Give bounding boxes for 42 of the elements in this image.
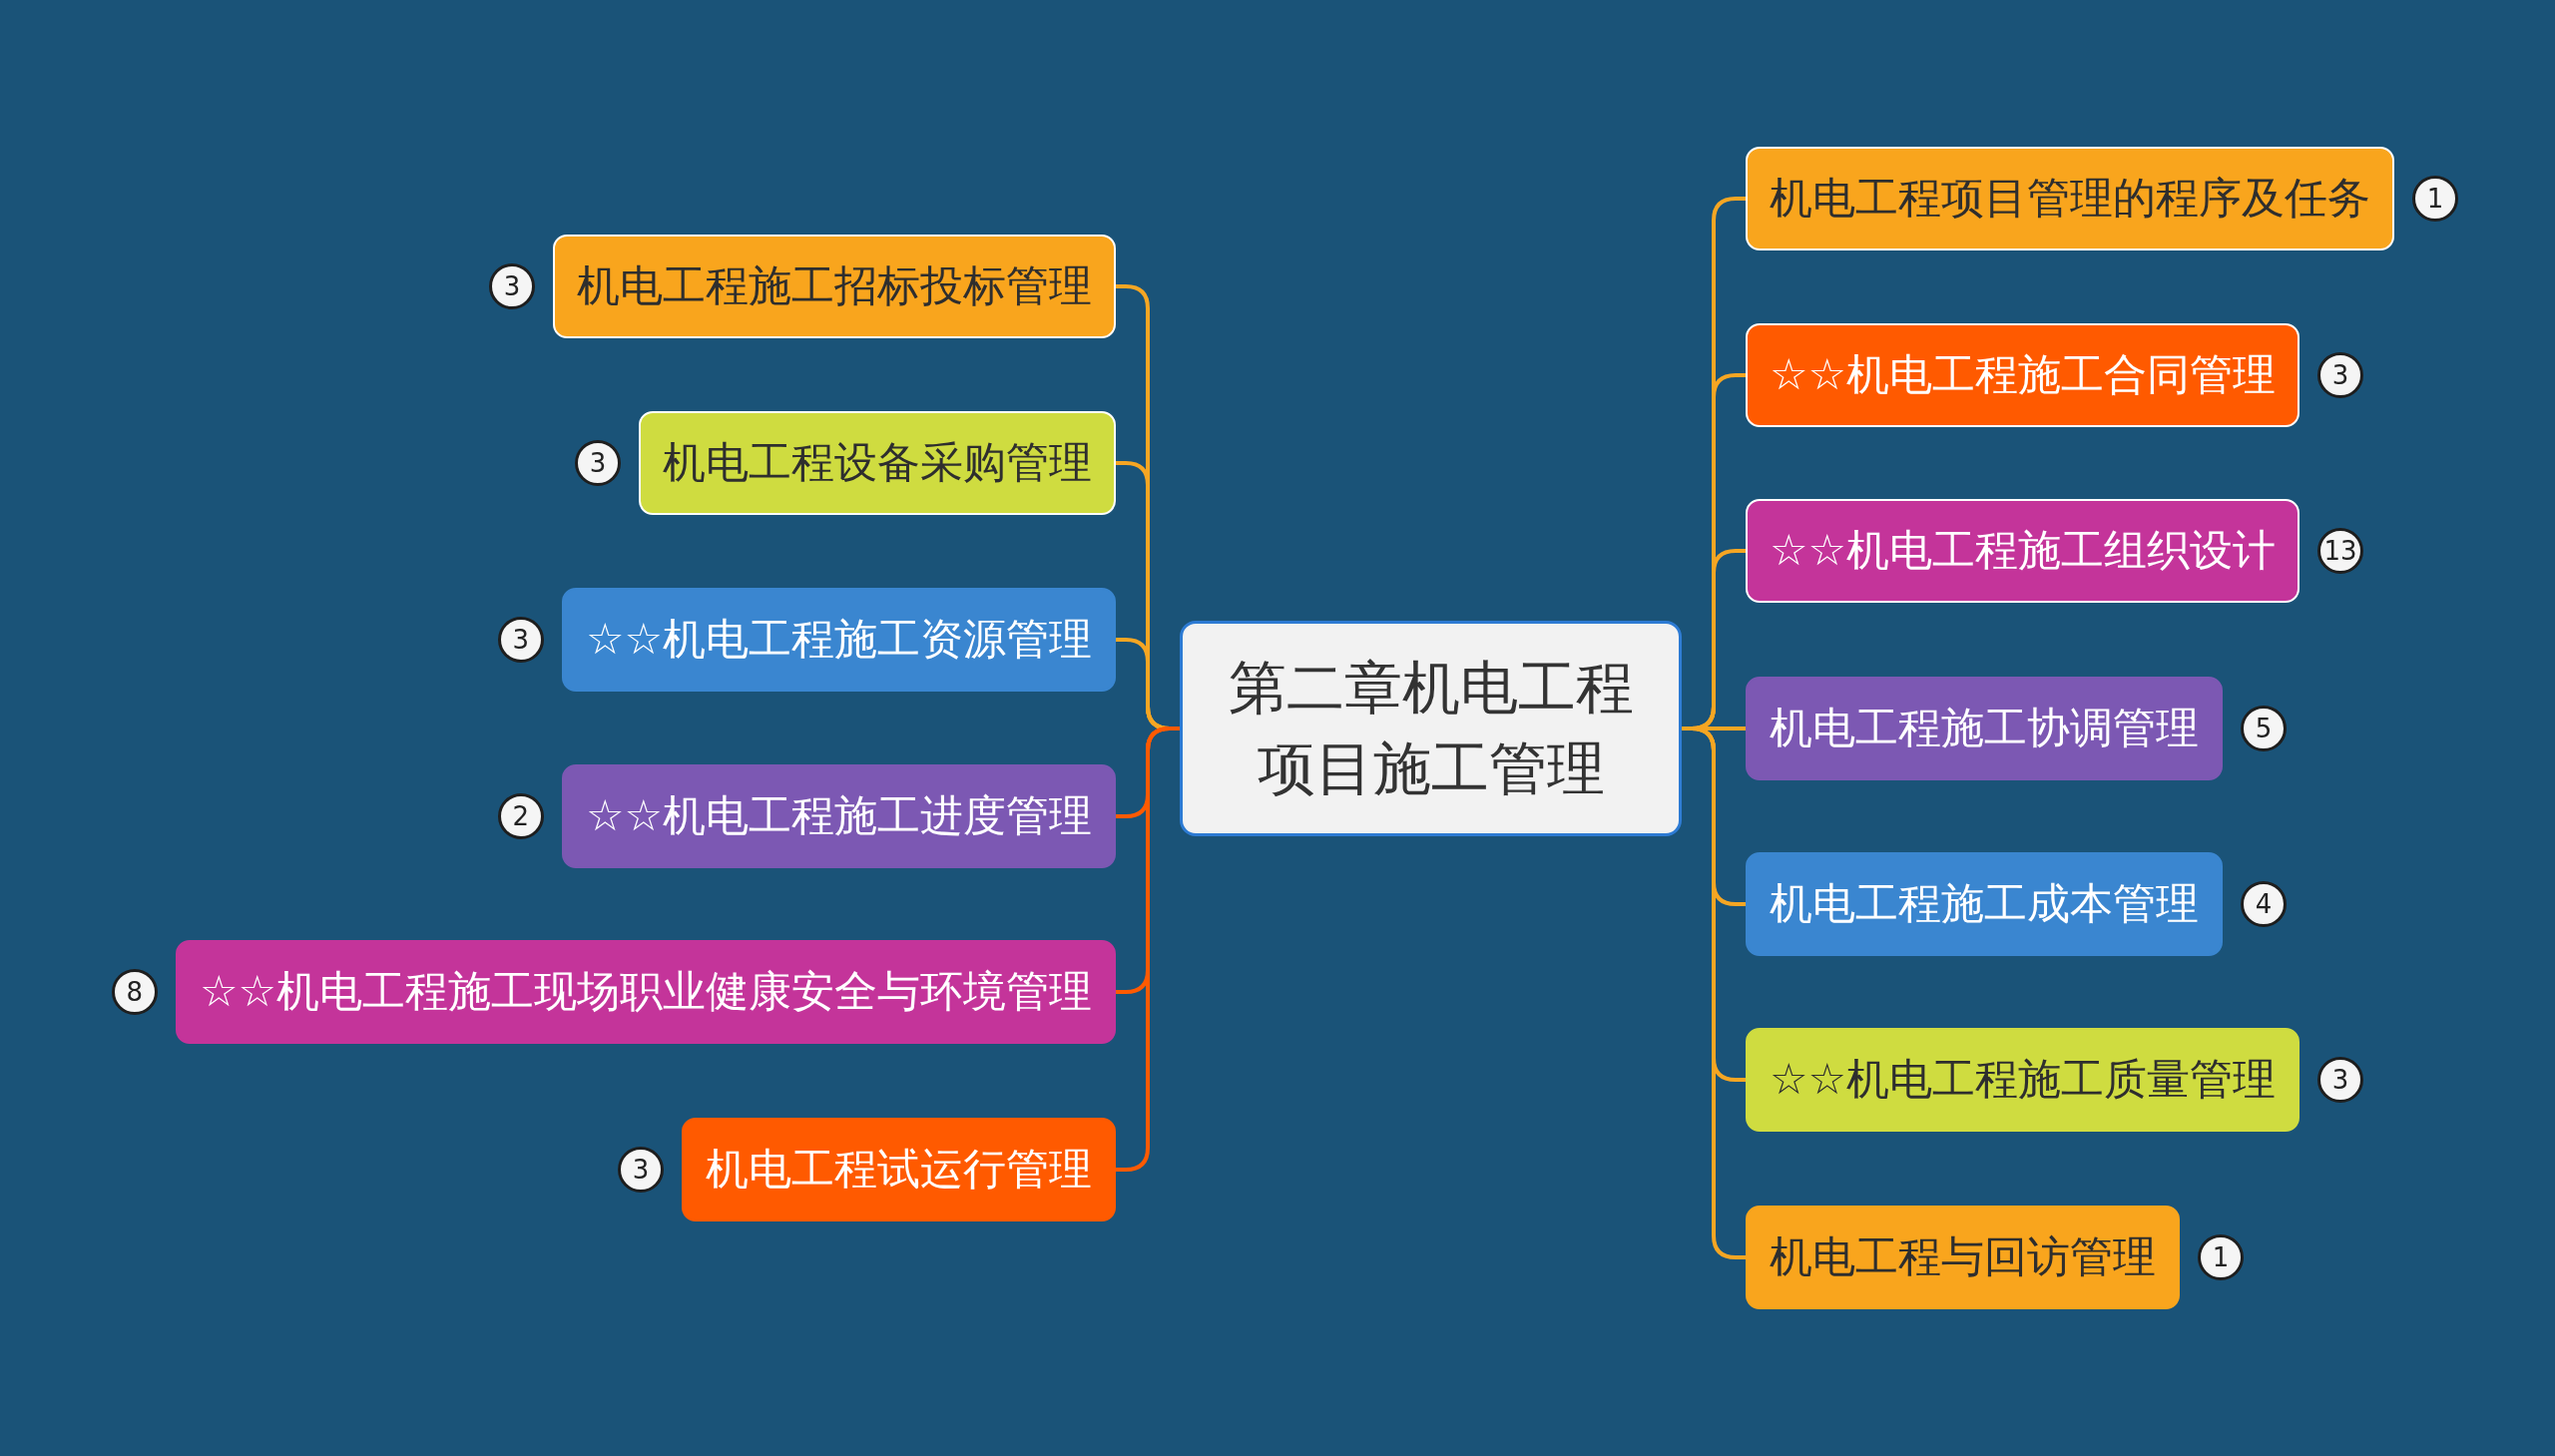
topic-label: ☆☆机电工程施工资源管理	[585, 614, 1092, 666]
count-badge: 13	[2317, 528, 2364, 574]
topic-box	[682, 1118, 1116, 1221]
topic-label: 机电工程试运行管理	[706, 1144, 1092, 1196]
count-badge: 4	[2241, 881, 2287, 927]
topic-box	[639, 411, 1116, 515]
topic-label: ☆☆机电工程施工进度管理	[585, 790, 1092, 842]
topic-box	[561, 588, 1116, 692]
central-topic-box	[1180, 621, 1682, 836]
count-badge: 8	[111, 969, 158, 1015]
topic-box	[1746, 499, 2300, 603]
topic-box	[561, 764, 1116, 868]
count-badge: 1	[2412, 176, 2458, 222]
central-topic-label: 第二章机电工程项目施工管理	[1227, 652, 1635, 804]
count-badge: 3	[2317, 1057, 2364, 1103]
topic-label: 机电工程设备采购管理	[663, 437, 1092, 489]
count-badge: 1	[2198, 1234, 2244, 1280]
topic-label: ☆☆机电工程施工质量管理	[1770, 1054, 2277, 1106]
count-badge: 3	[489, 263, 535, 309]
count-badge: 3	[618, 1147, 664, 1193]
topic-box	[1746, 147, 2394, 250]
branch-connector	[1116, 727, 1180, 1172]
count-badge: 3	[497, 617, 544, 663]
topic-label: ☆☆机电工程施工合同管理	[1770, 349, 2277, 401]
count-badge: 5	[2241, 706, 2287, 751]
topic-label: ☆☆机电工程施工组织设计	[1770, 525, 2277, 577]
topic-label: 机电工程与回访管理	[1770, 1231, 2156, 1283]
topic-label: ☆☆机电工程施工现场职业健康安全与环境管理	[199, 966, 1092, 1018]
topic-box	[1746, 1206, 2180, 1309]
count-badge: 3	[2317, 352, 2364, 398]
topic-box	[1746, 852, 2223, 956]
topic-box	[1746, 1028, 2300, 1132]
topic-label: 机电工程施工协调管理	[1770, 703, 2199, 754]
count-badge: 2	[497, 793, 544, 839]
topic-label: 机电工程施工招标投标管理	[577, 260, 1092, 312]
topic-box	[1746, 677, 2223, 780]
topic-label: 机电工程项目管理的程序及任务	[1770, 173, 2370, 225]
count-badge: 3	[575, 440, 621, 486]
topic-box	[175, 940, 1116, 1044]
topic-box	[1746, 323, 2300, 427]
topic-label: 机电工程施工成本管理	[1770, 878, 2199, 930]
topic-box	[553, 235, 1116, 338]
